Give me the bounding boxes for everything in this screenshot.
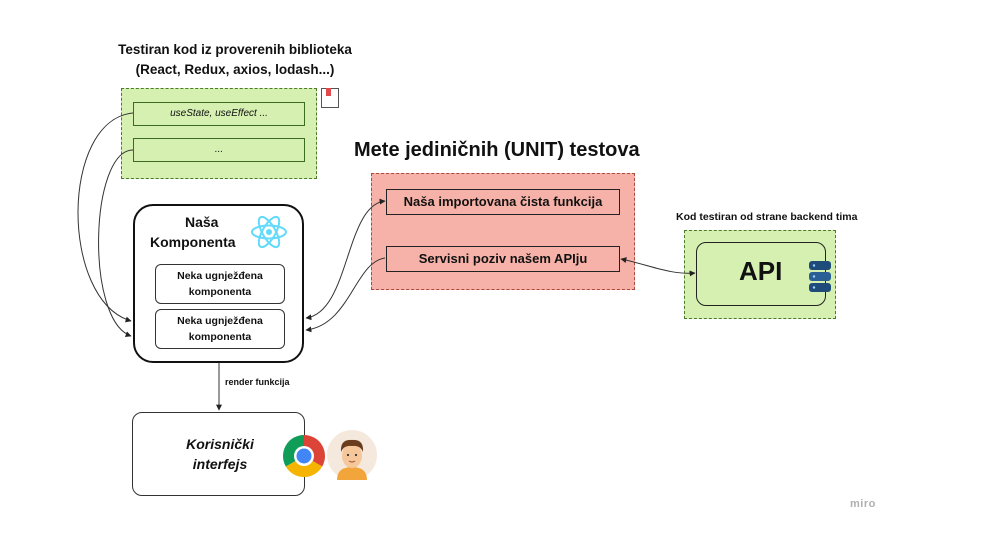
connector-api-call-to-nested xyxy=(305,257,386,333)
connector-api-call-to-api xyxy=(620,257,696,277)
render-function-label: render funkcija xyxy=(225,377,290,387)
bookmark-doc-icon xyxy=(321,88,339,108)
user-interface-title-line2: interfejs xyxy=(192,456,248,472)
component-title: Naša Komponenta xyxy=(150,212,250,252)
nested-component-1-line2: komponenta xyxy=(188,286,252,298)
api-label: Kod testiran od strane backend tima xyxy=(676,211,858,223)
component-title-line2: Komponenta xyxy=(150,234,236,250)
database-icon xyxy=(809,261,831,292)
component-title-line1: Naša xyxy=(185,214,219,230)
connector-other-to-component xyxy=(98,149,134,338)
library-item-other[interactable]: ... xyxy=(133,138,305,162)
libraries-title-line1: Testiran kod iz proverenih biblioteka xyxy=(118,42,352,57)
react-logo-icon xyxy=(251,215,287,249)
user-interface-title-line1: Korisnički xyxy=(186,436,254,452)
user-interface-box[interactable] xyxy=(132,412,305,496)
api-inner-box[interactable] xyxy=(696,242,826,306)
chrome-icon xyxy=(282,435,326,478)
libraries-title: Testiran kod iz proverenih biblioteka (R… xyxy=(70,40,400,80)
miro-watermark: miro xyxy=(850,498,876,510)
connector-hooks-to-component xyxy=(77,112,134,323)
libraries-title-line2: (React, Redux, axios, lodash...) xyxy=(135,62,335,77)
unit-item-api-call[interactable]: Servisni poziv našem APIju xyxy=(386,246,620,272)
user-interface-title: Korisnički interfejs xyxy=(175,434,265,474)
unit-item-pure-function[interactable]: Naša importovana čista funkcija xyxy=(386,189,620,215)
nested-component-1-line1: Neka ugnježđena xyxy=(177,270,263,282)
nested-component-2[interactable]: Neka ugnježđena komponenta xyxy=(155,309,285,349)
api-outer-box[interactable] xyxy=(684,230,836,319)
nested-component-2-line1: Neka ugnježđena xyxy=(177,315,263,327)
libraries-box[interactable]: useState, useEffect ... ... xyxy=(121,88,317,179)
unit-tests-title: Mete jediničnih (UNIT) testova xyxy=(354,139,640,161)
connector-pure-function-to-nested xyxy=(305,198,386,321)
nested-component-2-line2: komponenta xyxy=(188,331,252,343)
api-title: API xyxy=(739,256,783,286)
nested-component-1[interactable]: Neka ugnježđena komponenta xyxy=(155,264,285,304)
user-avatar-icon xyxy=(327,430,377,480)
unit-tests-box[interactable]: Naša importovana čista funkcija Servisni… xyxy=(371,173,635,290)
component-box[interactable]: Neka ugnježđena komponenta Neka ugnježđe… xyxy=(133,204,304,363)
library-item-hooks[interactable]: useState, useEffect ... xyxy=(133,102,305,126)
